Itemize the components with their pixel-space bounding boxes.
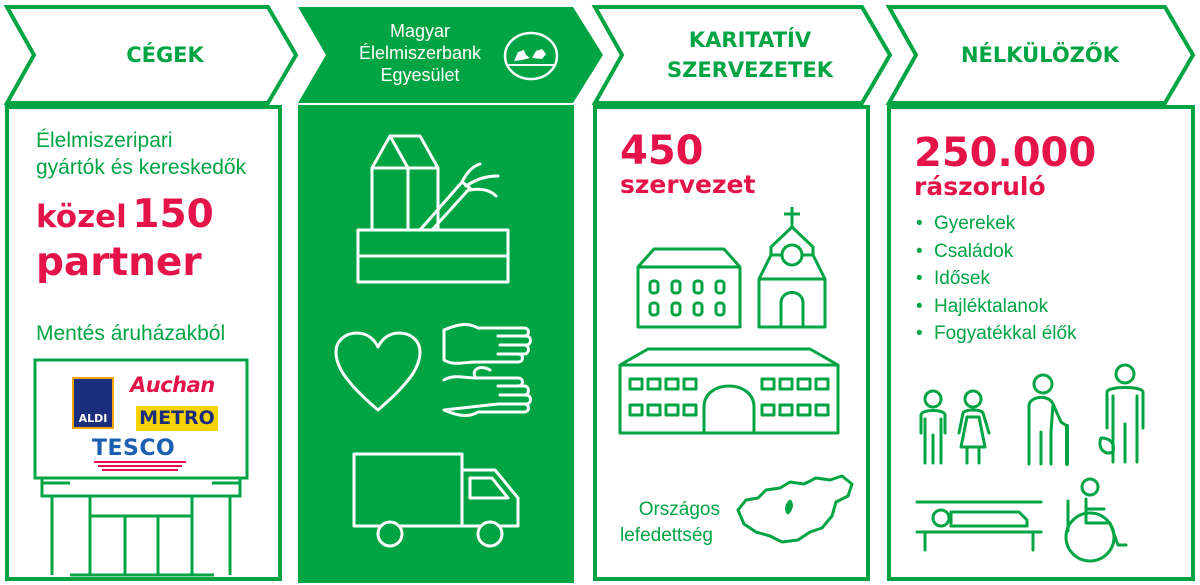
helping-hands-icon: [442, 323, 532, 417]
homeless-icon: [915, 500, 1043, 552]
needy-group-item: Idősek: [916, 265, 1077, 293]
coverage-line-2: lefedettség: [620, 525, 713, 546]
partner-prefix: közel: [36, 199, 127, 235]
cegek-intro-line-1: Élelmiszeripari: [36, 129, 173, 152]
needy-count: 250.000: [914, 130, 1097, 176]
building-icon: [636, 247, 742, 329]
nelkulozok-header: NÉLKÜLÖZŐK: [960, 43, 1120, 67]
karitativ-header-chevron: [591, 5, 893, 105]
logo-tesco: TESCO: [92, 436, 175, 461]
foodbank-title: Magyar Élelmiszerbank Egyesület: [340, 20, 500, 86]
store-building-icon: [33, 358, 249, 577]
logo-tesco-stripes: [94, 461, 186, 471]
karitativ-header-line-2: SZERVEZETEK: [667, 58, 833, 82]
church-icon: [757, 207, 827, 329]
needy-group-item: Gyerekek: [916, 210, 1077, 238]
coverage-label: Országos lefedettség: [620, 497, 720, 549]
logo-metro: METRO: [136, 406, 218, 431]
nelkulozok-header-chevron: [885, 5, 1196, 105]
rescue-label: Mentés áruházakból: [36, 322, 226, 345]
cegek-header-chevron: [3, 5, 299, 105]
elderly-icon: [1027, 373, 1069, 466]
partner-number: 150: [132, 192, 214, 237]
needy-group-item: Hajléktalanok: [916, 293, 1077, 321]
food-crate-icon: [356, 134, 510, 284]
foodbank-title-line-2: Élelmiszerbank: [358, 43, 482, 63]
foodbank-title-line-1: Magyar: [389, 21, 451, 41]
partner-count: közel 150 partner: [36, 195, 276, 285]
cegek-header: CÉGEK: [126, 43, 204, 67]
wheelchair-icon: [1064, 477, 1128, 563]
karitativ-header-line-1: KARITATÍV: [688, 28, 812, 52]
logo-aldi-text: ALDI: [78, 412, 108, 425]
logo-auchan-text: Auchan: [130, 373, 215, 397]
karitativ-header: KARITATÍV SZERVEZETEK: [650, 25, 850, 85]
delivery-truck-icon: [352, 452, 520, 548]
needy-label: rászoruló: [914, 172, 1046, 201]
logo-metro-text: METRO: [139, 407, 215, 429]
logo-tesco-text: TESCO: [92, 436, 176, 461]
coverage-line-1: Országos: [638, 499, 720, 520]
partner-word: partner: [36, 240, 202, 285]
organization-label: szervezet: [620, 170, 756, 199]
foodbank-title-line-3: Egyesület: [380, 65, 460, 85]
cegek-intro-line-2: gyártók és kereskedők: [36, 156, 247, 179]
needy-group-item: Családok: [916, 238, 1077, 266]
foodbank-logo-icon: [503, 31, 559, 81]
cegek-intro: Élelmiszeripari gyártók és kereskedők: [36, 127, 276, 181]
organization-count: 450: [620, 128, 704, 174]
logo-auchan: Auchan: [130, 373, 215, 397]
logo-aldi: ALDI: [72, 377, 114, 429]
karitativ-panel-frame: [593, 105, 870, 581]
hungary-map-icon: [736, 474, 854, 544]
institution-icon: [618, 347, 840, 435]
adult-with-bag-icon: [1098, 363, 1145, 464]
children-icon: [919, 389, 991, 465]
heart-icon: [334, 331, 422, 412]
needy-groups-list: Gyerekek Családok Idősek Hajléktalanok F…: [916, 210, 1077, 348]
needy-group-item: Fogyatékkal élők: [916, 320, 1077, 348]
